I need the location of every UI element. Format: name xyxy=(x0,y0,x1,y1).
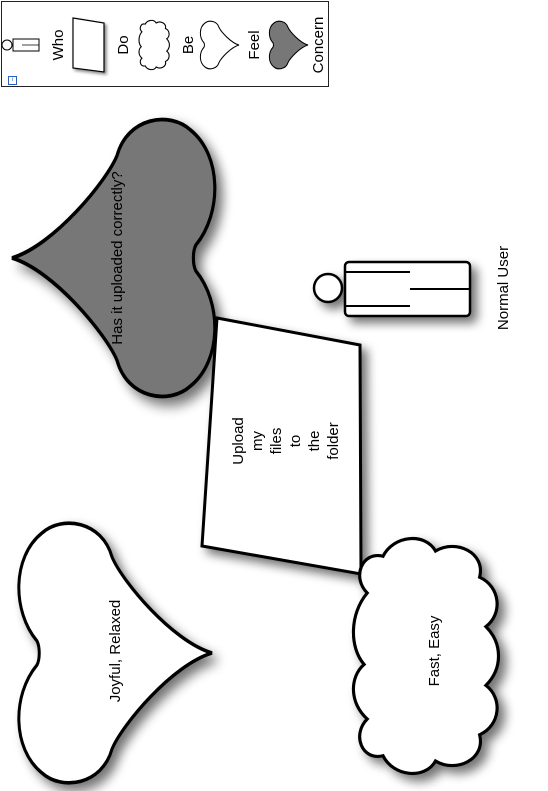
legend-heart-filled-icon xyxy=(268,20,309,70)
task-text: Upload my files to the folder xyxy=(230,417,342,465)
concern-text: Has it uploaded correctly? xyxy=(109,171,126,344)
task-line: files xyxy=(268,428,285,455)
legend-label-feel: Feel xyxy=(246,30,263,59)
persona-figure xyxy=(312,260,472,318)
legend-task-card-icon xyxy=(72,17,105,73)
legend-label-do: Do xyxy=(115,35,132,54)
legend-cloud-icon xyxy=(138,19,170,71)
task-line: the xyxy=(306,431,323,452)
task-line: to xyxy=(287,435,304,448)
legend-heart-outline-icon xyxy=(199,20,240,70)
legend-label-who: Who xyxy=(50,30,67,61)
legend-label-be: Be xyxy=(180,36,197,54)
legend-person-icon xyxy=(1,38,40,52)
persona-label: Normal User xyxy=(495,246,512,330)
feel-text: Joyful, Relaxed xyxy=(107,600,124,703)
info-icon[interactable]: i xyxy=(8,76,17,85)
legend-label-concern: Concern xyxy=(310,17,327,74)
task-line: my xyxy=(249,431,266,451)
do-text: Fast, Easy xyxy=(426,615,443,686)
task-line: folder xyxy=(325,422,342,460)
task-line: Upload xyxy=(230,417,247,465)
